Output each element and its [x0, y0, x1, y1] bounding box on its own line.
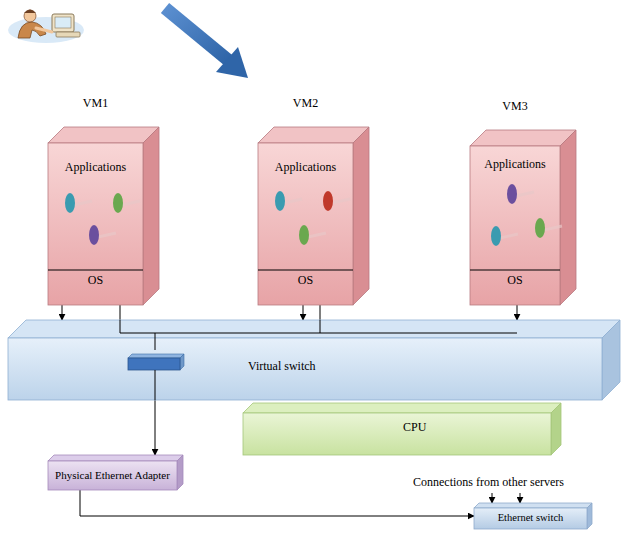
vm-label: VM1 — [83, 97, 108, 111]
vm-label: VM3 — [502, 100, 527, 114]
virtual-machine-box: VM2ApplicationsOS — [258, 97, 369, 305]
virtual-switch-band: Virtual switch — [8, 320, 620, 400]
connector-arrow — [62, 305, 63, 320]
switch-port — [128, 358, 180, 370]
applications-label: Applications — [275, 161, 336, 175]
connector-arrow — [303, 305, 304, 320]
vm-box-shape — [48, 127, 159, 305]
big-blue-arrow — [165, 8, 248, 78]
virtual-machine-box: VM3ApplicationsOS — [470, 100, 576, 305]
os-label: OS — [88, 274, 103, 288]
bus-line — [120, 320, 517, 350]
vm-box-shape — [258, 127, 369, 305]
ethernet-adapter-box: Physical Ethernet Adapter — [48, 455, 183, 490]
applications-label: Applications — [65, 161, 126, 175]
incoming-arrows — [492, 493, 520, 503]
os-label: OS — [298, 274, 313, 288]
virtual-machine-box: VM1ApplicationsOS — [48, 97, 159, 305]
connector-arrow — [80, 490, 474, 516]
box-label: Physical Ethernet Adapter — [55, 469, 170, 482]
box-label: Ethernet switch — [498, 512, 564, 524]
user-icon — [8, 10, 84, 44]
cpu-box: CPU — [243, 403, 561, 455]
box-label: CPU — [403, 421, 426, 435]
vm-label: VM2 — [293, 97, 318, 111]
applications-label: Applications — [484, 158, 545, 172]
ethernet-switch-box: Ethernet switch — [474, 503, 592, 529]
box-label: Virtual switch — [248, 360, 316, 374]
vm-box-shape — [470, 130, 576, 305]
connector-arrow — [155, 400, 156, 455]
cpu-box-shape — [243, 403, 561, 455]
connector-arrow — [517, 305, 518, 320]
os-label: OS — [507, 274, 522, 288]
note-label: Connections from other servers — [413, 476, 564, 490]
bus-line — [120, 305, 320, 320]
